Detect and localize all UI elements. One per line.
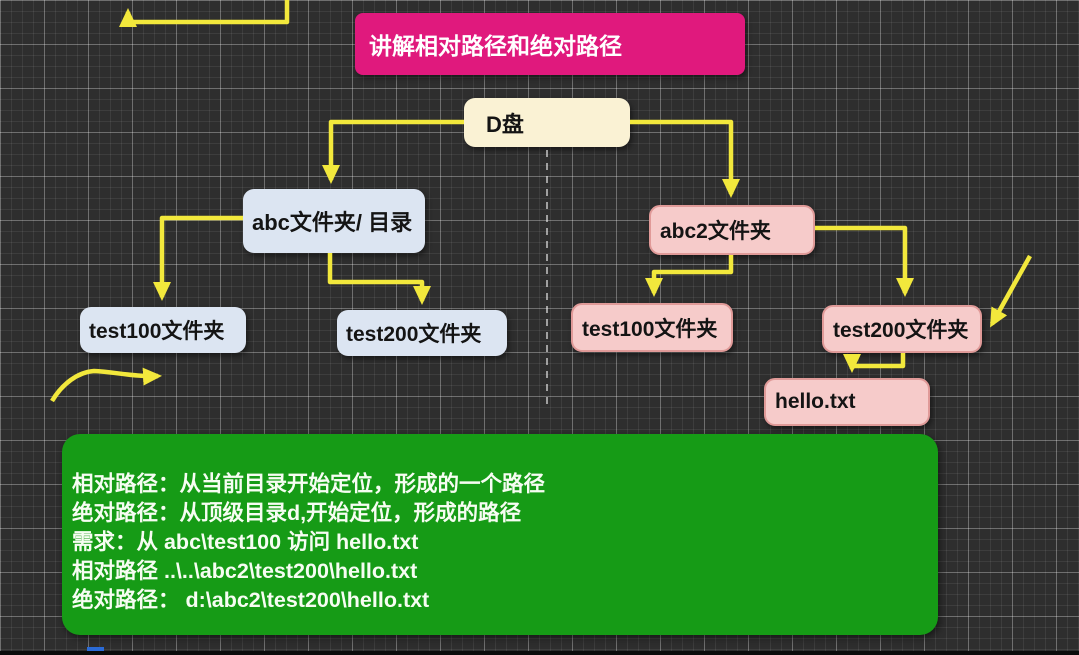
node-test100-left-label: test100文件夹 — [89, 320, 225, 343]
arrow-abc-to-test100[interactable] — [153, 215, 243, 301]
node-abc-folder[interactable]: abc文件夹/ 目录 — [243, 189, 425, 253]
node-abc2-folder-label: abc2文件夹 — [660, 220, 771, 243]
node-test100-right-label: test100文件夹 — [582, 317, 718, 341]
bottom-black-strip — [0, 651, 1079, 655]
arrow-top-left-return[interactable] — [119, 0, 290, 27]
arrow-ddrive-to-abc[interactable] — [322, 119, 464, 184]
arrow-abc2-to-test100[interactable] — [645, 255, 734, 297]
node-d-drive[interactable]: D盘 — [464, 98, 630, 147]
node-test100-right[interactable]: test100文件夹 — [571, 303, 733, 352]
arrow-abc-to-test200[interactable] — [327, 253, 431, 305]
arrow-ddrive-to-abc2[interactable] — [630, 119, 740, 198]
node-test200-right[interactable]: test200文件夹 — [822, 305, 982, 353]
notes-panel[interactable]: 相对路径：从当前目录开始定位，形成的一个路径 绝对路径：从顶级目录d,开始定位，… — [62, 434, 938, 635]
node-abc2-folder[interactable]: abc2文件夹 — [649, 205, 815, 255]
node-test200-right-label: test200文件夹 — [833, 319, 969, 342]
arrow-test200-to-hello[interactable] — [843, 353, 906, 373]
title-label: 讲解相对路径和绝对路径 — [369, 33, 622, 59]
note-line-relative-def: 相对路径：从当前目录开始定位，形成的一个路径 — [72, 472, 546, 496]
note-line-requirement: 需求：从 abc\test100 访问 hello.txt — [72, 530, 419, 554]
node-test200-left[interactable]: test200文件夹 — [337, 310, 507, 356]
node-test100-left[interactable]: test100文件夹 — [80, 307, 246, 353]
node-hello-txt-label: hello.txt — [775, 390, 856, 413]
note-line-absolute-path: 绝对路径： d:\abc2\test200\hello.txt — [72, 588, 430, 612]
arrow-annotation-diagonal[interactable] — [990, 254, 1032, 328]
arrow-annotation-squiggle[interactable] — [50, 367, 162, 403]
node-abc-folder-label: abc文件夹/ 目录 — [252, 210, 413, 235]
node-hello-txt[interactable]: hello.txt — [764, 378, 930, 426]
title-box[interactable]: 讲解相对路径和绝对路径 — [355, 13, 745, 75]
node-d-drive-label: D盘 — [486, 111, 524, 137]
note-line-absolute-def: 绝对路径：从顶级目录d,开始定位，形成的路径 — [72, 501, 522, 525]
arrow-abc2-to-test200[interactable] — [815, 225, 914, 297]
note-line-relative-path: 相对路径 ..\..\abc2\test200\hello.txt — [72, 559, 418, 583]
node-test200-left-label: test200文件夹 — [346, 323, 482, 346]
